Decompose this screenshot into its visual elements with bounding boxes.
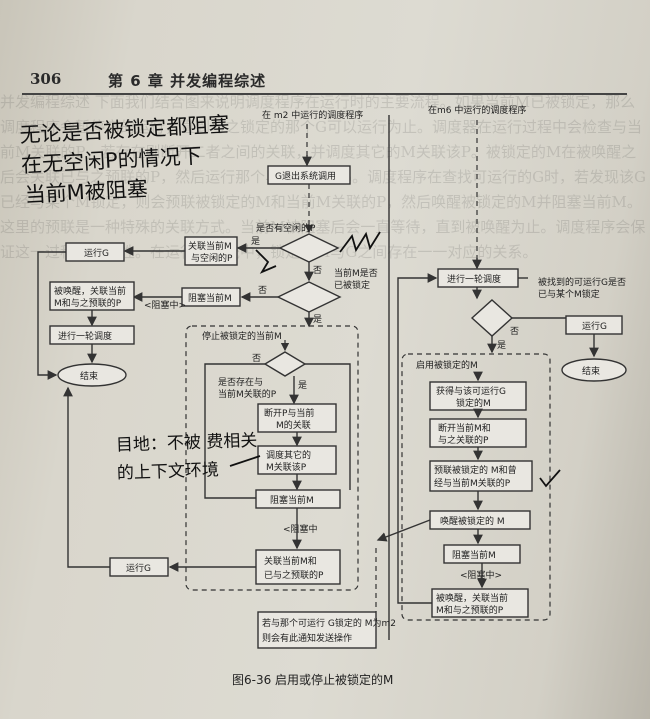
one-round-label: 进行一轮调度 [58, 330, 112, 342]
disconnect-right-box [429, 418, 527, 448]
assoc-m-p-line2: 已与之预联的P [264, 569, 324, 581]
end-left-label: 结束 [80, 370, 98, 382]
no-label-locked: 否 [258, 285, 267, 296]
handwritten-note-middle: 目地：不被 费相关 的上下文环境 [116, 431, 258, 484]
pre-assoc-box [429, 460, 533, 492]
wake-assoc-line2: M和与之预联的P [54, 297, 122, 309]
g-exit-syscall-label: G退出系统调用 [275, 170, 336, 182]
associate-idle-p-line1: 关联当前M [188, 240, 232, 252]
disconnect-p-line2: M的关联 [276, 419, 311, 431]
right-one-round-label: 进行一轮调度 [447, 273, 501, 285]
notify-note-line2: 则会有此通知发送操作 [262, 632, 352, 644]
decision-p-assoc-line1: 是否存在与 [218, 376, 263, 388]
page-number: 306 [30, 70, 62, 88]
yes-label-found-g: 是 [497, 340, 506, 351]
block-m-2-box [255, 489, 341, 509]
stop-locked-m-title: 停止被锁定的当前M [202, 330, 282, 342]
decision-found-g-diamond [470, 299, 514, 337]
pen-tick [539, 469, 561, 488]
wake-assoc-box [49, 281, 135, 311]
end-left-oval [57, 363, 127, 387]
block-current-label: 阻塞当前M [452, 549, 496, 561]
get-locked-m-box [429, 381, 527, 411]
yes-label-p-assoc: 是 [298, 380, 307, 391]
run-g-bottom-label: 运行G [126, 562, 151, 574]
right-run-g-label: 运行G [582, 320, 607, 332]
pre-assoc-line2: 经与当前M关联的P [434, 477, 511, 489]
blocked-label-right: <阻塞中> [460, 569, 502, 581]
wake-assoc-right-box [431, 588, 529, 618]
decision-locked-diamond [276, 281, 342, 313]
notify-note-line1: 若与那个可运行 G锁定的 M为m2 [262, 617, 396, 629]
blocked-label-top: <阻塞中> [144, 299, 186, 311]
disconnect-right-line1: 断开当前M和 [438, 422, 491, 434]
no-label-idle-p: 否 [313, 265, 322, 276]
handwriting-mid-line2: 的上下文环境 [117, 460, 220, 484]
decision-p-assoc-line2: 当前M关联的P [218, 388, 277, 400]
right-column-title: 在m6 中运行的调度程序 [428, 104, 526, 116]
decision-found-g-line2: 已与某个M锁定 [538, 288, 600, 300]
decision-locked-line2: 已被锁定 [334, 279, 370, 291]
pen-zigzag [339, 231, 381, 253]
yes-label-idle-p: 是 [251, 236, 260, 247]
block-m-label: 阻塞当前M [188, 292, 232, 304]
pre-assoc-line1: 预联被锁定的 M和曾 [434, 464, 517, 476]
wake-locked-label: 唤醒被锁定的 M [440, 515, 505, 527]
no-label-p-assoc: 否 [252, 353, 261, 364]
get-locked-m-line2: 锁定的M [456, 397, 491, 409]
wake-assoc-right-line1: 被唤醒，关联当前 [436, 592, 508, 604]
assoc-m-p-line1: 关联当前M和 [264, 555, 317, 567]
associate-idle-p-line2: 与空闲的P [191, 252, 233, 264]
figure-caption: 图6-36 启用或停止被锁定的M [232, 672, 393, 687]
disconnect-p-line1: 断开P与当前 [264, 407, 314, 419]
decision-locked-line1: 当前M是否 [334, 267, 378, 279]
get-locked-m-line1: 获得与该可运行G [436, 385, 506, 397]
reassign-p-line1: 调度其它的 [266, 449, 311, 461]
end-right-label: 结束 [582, 365, 600, 377]
decision-idle-p-diamond [278, 233, 340, 263]
wake-assoc-right-line2: M和与之预联的P [436, 604, 504, 616]
no-label-found-g: 否 [510, 326, 519, 337]
enable-locked-m-title: 启用被锁定的M [416, 359, 478, 371]
handwriting-top-line1: 无论是否被锁定都阻塞 [19, 112, 230, 147]
chapter-title: 第 6 章 并发编程综述 [108, 72, 267, 90]
blocked-label-mid: <阻塞中 [283, 523, 318, 535]
enable-locked-m-group [401, 353, 551, 621]
decision-idle-p-label: 是否有空闲的P [256, 222, 316, 234]
pen-arrow [229, 455, 261, 467]
pen-stroke-top [255, 249, 277, 274]
handwriting-mid-line1: 目地：不被 费相关 [116, 431, 258, 456]
left-column-title: 在 m2 中运行的调度程序 [262, 109, 363, 121]
decision-found-g-line1: 被找到的可运行G是否 [538, 276, 626, 288]
header-rule [22, 93, 627, 95]
yes-label-locked: 是 [313, 314, 322, 325]
run-g-top-label: 运行G [84, 247, 109, 259]
wake-assoc-line1: 被唤醒，关联当前 [54, 285, 126, 297]
notify-note-box [257, 611, 377, 649]
assoc-m-p-box [255, 549, 341, 585]
disconnect-right-line2: 与之关联的P [438, 434, 489, 446]
handwriting-top-line3: 当前M被阻塞 [24, 177, 148, 207]
handwritten-note-top: 无论是否被锁定都阻塞 在无空闲P的情况下 当前M被阻塞 [19, 112, 230, 207]
decision-p-assoc-diamond [263, 351, 307, 377]
reassign-p-line2: M关联该P [266, 461, 307, 473]
end-right-oval [561, 358, 627, 382]
handwriting-top-line2: 在无空闲P的情况下 [21, 144, 203, 177]
reassign-p-box [257, 445, 337, 475]
associate-idle-p-box [184, 236, 238, 266]
block-m-2-label: 阻塞当前M [270, 494, 314, 506]
